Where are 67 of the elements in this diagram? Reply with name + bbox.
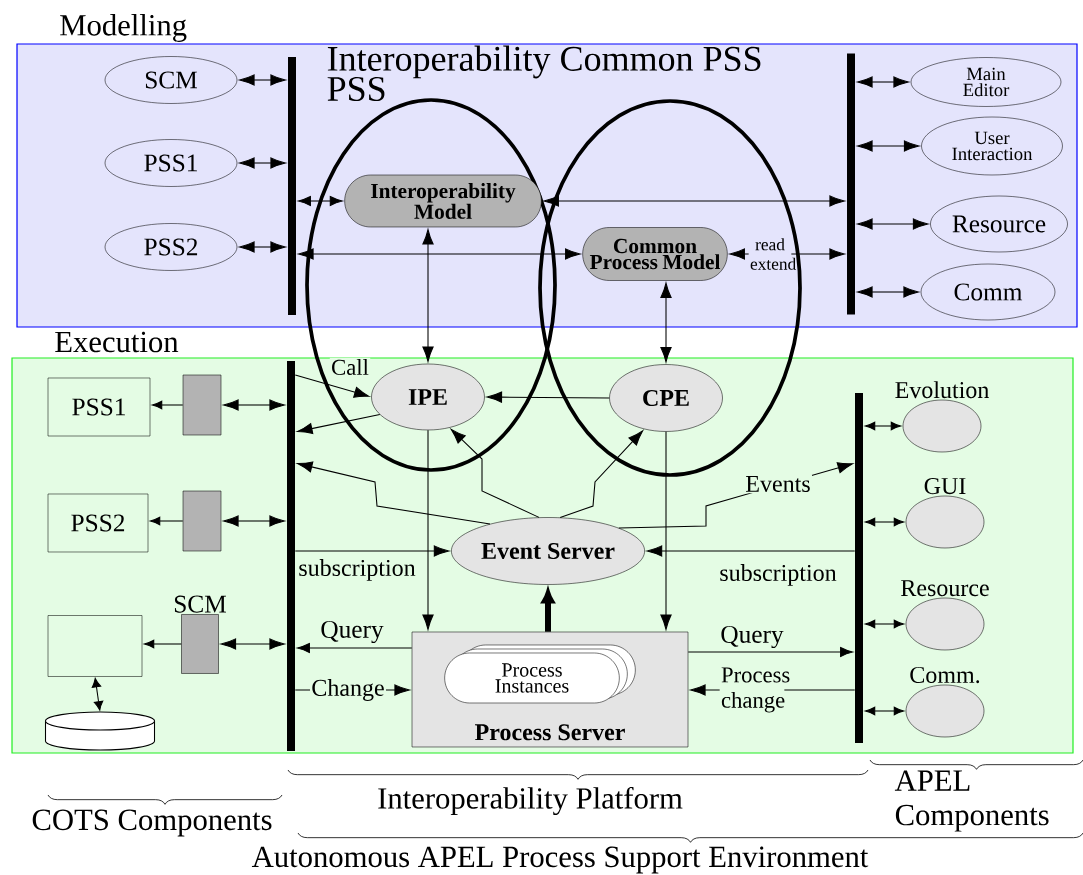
- arrow: [857, 218, 929, 230]
- model-box: Common Process Model: [582, 227, 728, 281]
- title-text: PSS: [327, 76, 385, 102]
- edge-label: Query: [719, 624, 785, 650]
- group-label: Autonomous APEL Process Support Environment: [251, 846, 869, 874]
- model-box: Interoperability Model: [344, 174, 542, 228]
- stacked-instances: Process Instances: [444, 644, 636, 704]
- arrow: [297, 643, 413, 653]
- arrow: [646, 545, 856, 557]
- arrow: [223, 515, 285, 527]
- bus-bar: [288, 57, 296, 315]
- database-cylinder: [44, 711, 156, 751]
- arrow: [91, 677, 104, 711]
- node-label: Comm.: [910, 666, 980, 684]
- arrow: [239, 157, 286, 169]
- arrow: [220, 638, 285, 650]
- group-label: Interoperability Platform: [378, 786, 683, 816]
- arrow: [687, 647, 853, 657]
- group-label: APEL Components: [894, 770, 1049, 832]
- arrow: [486, 391, 610, 403]
- arrow: [857, 76, 909, 88]
- arrow: [864, 421, 902, 431]
- arrow: [864, 517, 905, 527]
- arrow: [298, 196, 343, 206]
- group-label: COTS Components: [32, 809, 272, 837]
- arrow: [297, 414, 381, 435]
- arrow: [864, 619, 905, 629]
- arrow: [151, 400, 184, 410]
- node-label: Resource: [901, 580, 989, 597]
- arrow: [422, 429, 434, 630]
- arrow: [422, 229, 434, 362]
- edge-label: Change: [310, 677, 386, 703]
- edge-label: Query: [319, 619, 385, 645]
- arrow: [294, 545, 450, 557]
- component-box: [47, 615, 143, 677]
- bus-bar: [287, 361, 295, 751]
- title-text: Interoperability Common PSS: [327, 45, 761, 79]
- edge-label: Process change: [719, 666, 790, 714]
- node-label: SCM: [174, 595, 226, 613]
- arrow: [223, 399, 285, 411]
- arrow: [864, 706, 905, 716]
- edge-label: subscription: [297, 557, 417, 583]
- arrow: [294, 374, 370, 398]
- arrow: [450, 428, 540, 518]
- arrow: [239, 74, 286, 86]
- arrow: [660, 431, 672, 630]
- arrow: [559, 430, 644, 519]
- arrow: [143, 639, 182, 649]
- adapter-box: [182, 374, 222, 436]
- bus-bar: [847, 53, 855, 315]
- node-label: GUI: [924, 478, 966, 495]
- adapter-box: SCM: [174, 595, 226, 674]
- arrow: [149, 516, 184, 526]
- edge-label: subscription: [718, 562, 838, 588]
- arrow: [297, 461, 491, 525]
- node-label: Evolution: [895, 381, 989, 399]
- adapter-box: [182, 490, 222, 552]
- component-box: PSS2: [47, 493, 149, 553]
- arrow: [298, 248, 581, 260]
- arrow: [857, 140, 920, 152]
- arrow: [239, 241, 286, 253]
- arrow: [543, 195, 845, 207]
- node-label: Modelling: [60, 14, 187, 42]
- arrow: [857, 286, 919, 298]
- node-label: Execution: [55, 331, 179, 353]
- arrow: [660, 282, 672, 363]
- component-box: PSS1: [47, 377, 151, 437]
